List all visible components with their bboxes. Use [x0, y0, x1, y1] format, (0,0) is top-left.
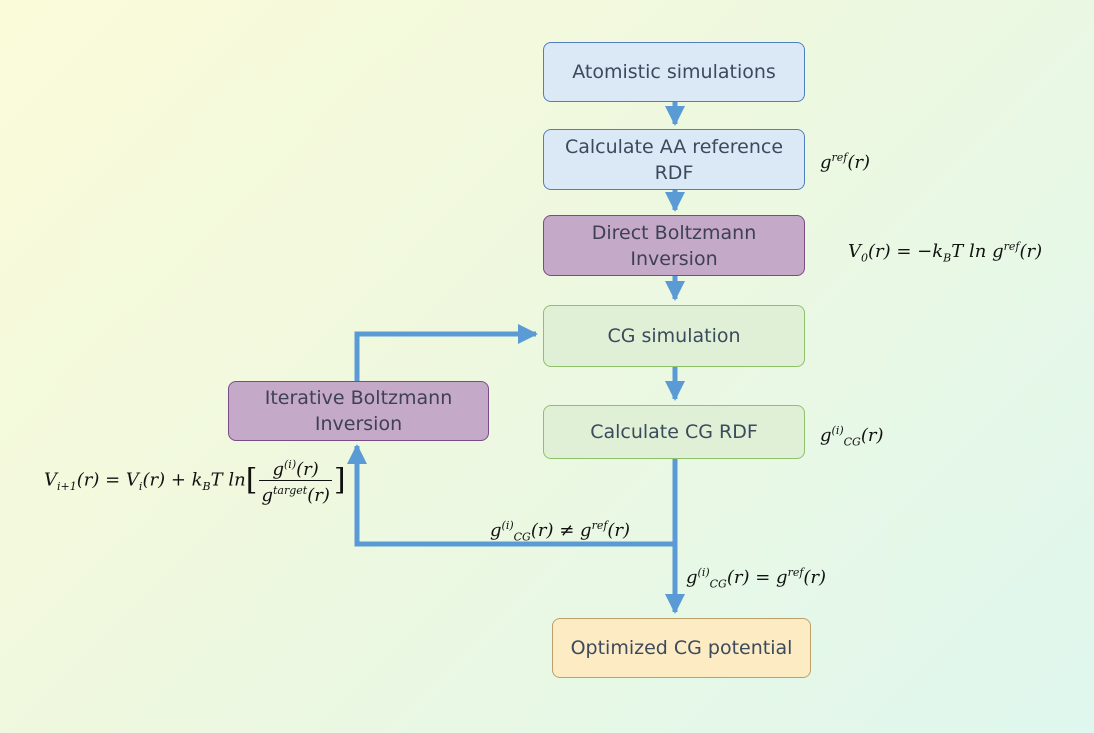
v-update-equation: Vi+1(r) = Vi(r) + kBT ln[g(i)(r)gtarget(…: [44, 455, 346, 506]
g-ref-label: gref(r): [820, 151, 871, 173]
arrow-ibi-to-cg-sim: [354, 324, 539, 384]
optimized-cg-potential-box[interactable]: Optimized CG potential: [552, 618, 811, 678]
calculate-cg-rdf-box[interactable]: Calculate CG RDF: [543, 405, 805, 459]
v0-equation: V0(r) = −kBT ln gref(r): [848, 240, 1043, 265]
calculate-aa-rdf-box[interactable]: Calculate AA reference RDF: [543, 129, 805, 190]
converged-condition: g(i)CG(r) = gref(r): [686, 566, 827, 591]
not-converged-condition: g(i)CG(r) ≠ gref(r): [490, 519, 631, 544]
arrow-feedback-to-ibi: [347, 443, 675, 547]
g-cg-label: g(i)CG(r): [820, 424, 884, 449]
iterative-boltzmann-inversion-box[interactable]: Iterative Boltzmann Inversion: [228, 381, 489, 441]
direct-boltzmann-inversion-box[interactable]: Direct Boltzmann Inversion: [543, 215, 805, 276]
cg-simulation-box[interactable]: CG simulation: [543, 305, 805, 367]
atomistic-simulations-box[interactable]: Atomistic simulations: [543, 42, 805, 102]
